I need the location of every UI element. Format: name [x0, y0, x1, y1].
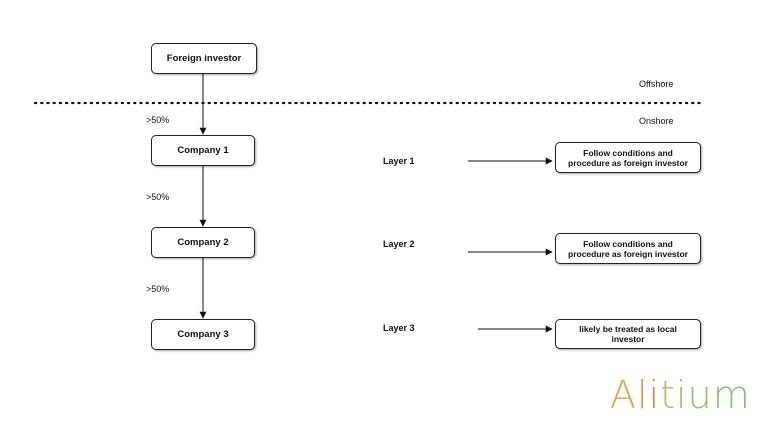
outcome-layer-2-line-1: Follow conditions and	[583, 238, 673, 249]
ownership-label-bottom: >50%	[146, 284, 170, 294]
node-company-3: Company 3	[151, 319, 255, 350]
logo-letter: i	[676, 373, 688, 417]
outcome-layer-2-line-2: procedure as foreign investor	[568, 248, 688, 259]
alitium-logo: Alitium	[610, 372, 751, 418]
node-foreign-investor: Foreign investor	[151, 43, 257, 74]
layer-label-1: Layer 1	[383, 156, 415, 166]
node-company-2: Company 2	[151, 227, 255, 258]
layer-label-3: Layer 3	[383, 323, 415, 333]
outcome-layer-1-line-1: Follow conditions and	[583, 147, 673, 158]
outcome-box-layer-1: Follow conditions and procedure as forei…	[555, 142, 701, 173]
ownership-label-top: >50%	[146, 115, 170, 125]
logo-letter: m	[712, 373, 751, 417]
node-company-1: Company 1	[151, 135, 255, 166]
outcome-layer-1-line-2: procedure as foreign investor	[568, 157, 688, 168]
outcome-box-layer-3: likely be treated as local investor	[555, 319, 701, 349]
logo-letter: A	[610, 373, 637, 417]
logo-letter: i	[648, 373, 661, 417]
zone-label-offshore: Offshore	[639, 79, 674, 89]
outcome-layer-3-line-2: investor	[611, 334, 645, 344]
logo-letter: u	[687, 373, 713, 417]
zone-label-onshore: Onshore	[639, 116, 674, 126]
outcome-layer-3-line-1: likely be treated as local	[579, 324, 677, 334]
logo-letter: l	[637, 373, 649, 417]
outcome-box-layer-2: Follow conditions and procedure as forei…	[555, 233, 701, 264]
ownership-label-middle: >50%	[146, 192, 170, 202]
layer-label-2: Layer 2	[383, 239, 415, 249]
logo-letter: t	[660, 373, 677, 417]
